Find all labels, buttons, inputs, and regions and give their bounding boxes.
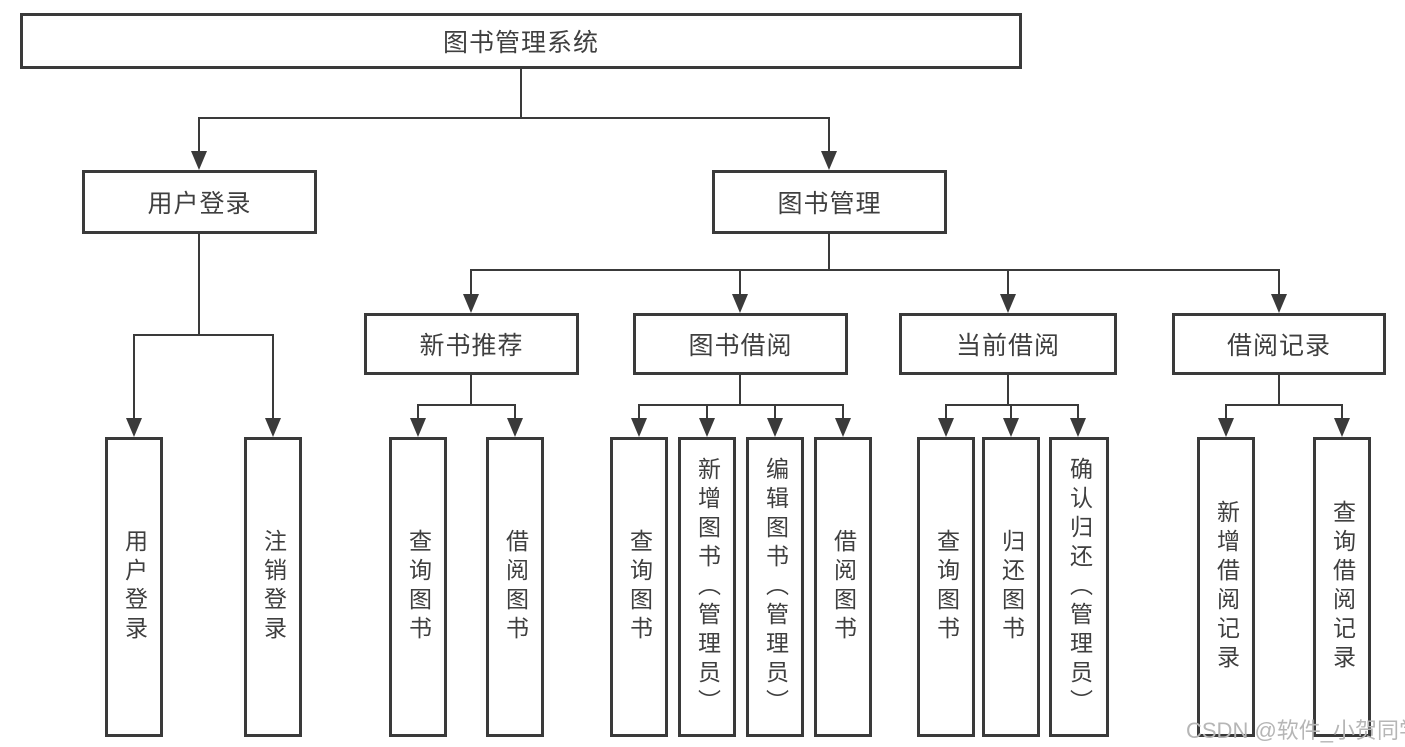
node-label: 图书管理 xyxy=(777,190,882,218)
connector-arrowhead xyxy=(1218,418,1234,437)
node-label: 归还图书 xyxy=(998,529,1025,645)
node-label: 查询图书 xyxy=(933,529,960,645)
leaf-borrowing-add-books-admin: 新增图书（管理员） xyxy=(678,437,736,737)
connector-arrowhead xyxy=(699,418,715,437)
leaf-records-add-record: 新增借阅记录 xyxy=(1197,437,1255,737)
node-label: 图书管理系统 xyxy=(442,29,599,57)
leaf-newbooks-borrow-books: 借阅图书 xyxy=(486,437,544,737)
node-label: 注销登录 xyxy=(260,529,287,645)
node-label: 新增图书（管理员） xyxy=(694,456,721,718)
connector-arrowhead xyxy=(835,418,851,437)
leaf-current-query-books: 查询图书 xyxy=(917,437,975,737)
csdn-watermark: CSDN @软件_小贺同学 xyxy=(1186,718,1405,743)
connector-arrowhead xyxy=(821,151,837,170)
leaf-records-query-record: 查询借阅记录 xyxy=(1313,437,1371,737)
node-label: 查询图书 xyxy=(626,529,653,645)
leaf-user-login: 用户登录 xyxy=(105,437,163,737)
node-label: 新书推荐 xyxy=(419,332,524,360)
node-book-borrowing: 图书借阅 xyxy=(633,313,848,375)
connector-arrowhead xyxy=(265,418,281,437)
connector-arrowhead xyxy=(1271,294,1287,313)
connector-arrowhead xyxy=(507,418,523,437)
connector-arrowhead xyxy=(410,418,426,437)
node-book-management: 图书管理 xyxy=(712,170,947,234)
node-label: 编辑图书（管理员） xyxy=(762,456,789,718)
connector-arrowhead xyxy=(1000,294,1016,313)
node-label: 借阅图书 xyxy=(830,529,857,645)
node-label: 用户登录 xyxy=(147,190,252,218)
node-borrowing-records: 借阅记录 xyxy=(1172,313,1386,375)
node-new-book-recommendation: 新书推荐 xyxy=(364,313,579,375)
connector-arrowhead xyxy=(938,418,954,437)
connector-arrowhead xyxy=(1003,418,1019,437)
connector-arrowhead xyxy=(1334,418,1350,437)
node-label: 确认归还（管理员） xyxy=(1066,456,1093,718)
connector-arrowhead xyxy=(732,294,748,313)
leaf-newbooks-query-books: 查询图书 xyxy=(389,437,447,737)
node-label: 查询图书 xyxy=(405,529,432,645)
node-current-borrowing: 当前借阅 xyxy=(899,313,1117,375)
leaf-borrowing-edit-books-admin: 编辑图书（管理员） xyxy=(746,437,804,737)
node-user-login: 用户登录 xyxy=(82,170,317,234)
leaf-current-confirm-return-admin: 确认归还（管理员） xyxy=(1049,437,1109,737)
node-label: 用户登录 xyxy=(121,529,148,645)
node-label: 借阅图书 xyxy=(502,529,529,645)
leaf-current-return-books: 归还图书 xyxy=(982,437,1040,737)
connector-arrowhead xyxy=(1070,418,1086,437)
node-label: 新增借阅记录 xyxy=(1213,500,1240,674)
connector-arrowhead xyxy=(767,418,783,437)
node-label: 图书借阅 xyxy=(688,332,793,360)
leaf-borrowing-query-books: 查询图书 xyxy=(610,437,668,737)
connector-arrowhead xyxy=(126,418,142,437)
leaf-logout: 注销登录 xyxy=(244,437,302,737)
node-label: 查询借阅记录 xyxy=(1329,500,1356,674)
node-library-management-system: 图书管理系统 xyxy=(20,13,1022,69)
connector-arrowhead xyxy=(191,151,207,170)
connector-arrowhead xyxy=(463,294,479,313)
connector-arrowhead xyxy=(631,418,647,437)
leaf-borrowing-borrow-books: 借阅图书 xyxy=(814,437,872,737)
node-label: 当前借阅 xyxy=(955,332,1060,360)
node-label: 借阅记录 xyxy=(1226,332,1331,360)
